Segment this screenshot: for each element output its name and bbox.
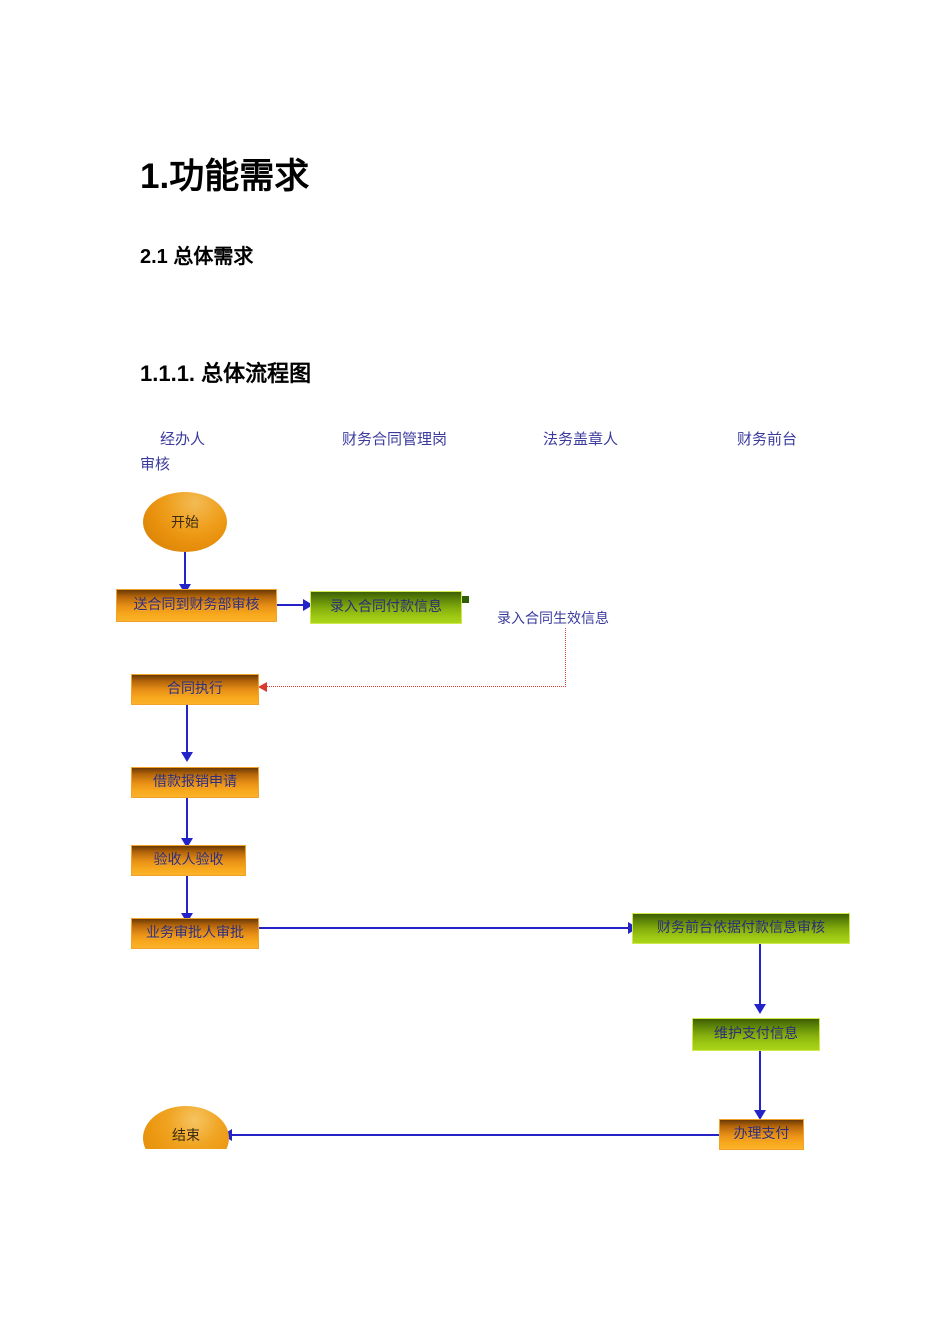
flow-node-contract-execution[interactable]: 合同执行 <box>131 674 259 705</box>
flow-node-start[interactable]: 开始 <box>143 492 227 552</box>
flow-node-business-approval[interactable]: 业务审批人审批 <box>131 918 259 949</box>
arrowhead-send-contract-to-enter-payment <box>303 599 313 611</box>
flow-node-end[interactable]: 结束 <box>143 1106 229 1149</box>
flow-node-contract-execution-label: 合同执行 <box>167 681 223 697</box>
flow-node-maintain-payment-info-label: 维护支付信息 <box>714 1026 798 1042</box>
flow-node-loan-reimbursement-label: 借款报销申请 <box>153 774 237 790</box>
connector-start-to-send-contract <box>184 552 186 588</box>
lane-header-legal-seal: 法务盖章人 <box>543 428 618 453</box>
flow-node-loan-reimbursement[interactable]: 借款报销申请 <box>131 767 259 798</box>
annotation-enter-effective-info-label: 录入合同生效信息 <box>497 612 609 627</box>
lane-header-finance-front-label: 财务前台 <box>737 432 798 448</box>
selection-handle-nub <box>462 596 469 603</box>
section-heading-2-1: 2.1 总体需求 <box>140 246 254 268</box>
arrowhead-contract-execution-to-loan <box>181 752 193 762</box>
flow-node-send-contract-label: 送合同到财务部审核 <box>133 597 260 613</box>
flow-node-acceptance-check[interactable]: 验收人验收 <box>131 845 246 876</box>
flow-node-business-approval-label: 业务审批人审批 <box>146 925 244 941</box>
lane-header-finance-contract-label: 财务合同管理岗 <box>342 432 448 448</box>
lane-header-operator-sublabel: 审核 <box>140 457 171 473</box>
lane-header-operator-label: 经办人 <box>160 432 206 448</box>
connector-approval-to-front-desk <box>259 927 634 929</box>
flow-node-end-label: 结束 <box>172 1129 200 1144</box>
lane-header-operator-sublabel-wrap: 审核 <box>140 453 170 478</box>
flow-node-front-desk-review[interactable]: 财务前台依据付款信息审核 <box>632 913 850 944</box>
page-title: 1.功能需求 <box>140 157 310 196</box>
arrowhead-front-desk-to-maintain <box>754 1004 766 1014</box>
annotation-enter-effective-info: 录入合同生效信息 <box>497 608 609 628</box>
flow-node-process-payment-label: 办理支付 <box>733 1126 790 1142</box>
dotted-connector-horizontal <box>267 686 566 687</box>
arrowhead-loan-to-acceptance <box>181 838 193 848</box>
connector-loan-to-acceptance <box>186 798 188 841</box>
lane-header-legal-seal-label: 法务盖章人 <box>543 432 619 448</box>
flow-node-front-desk-review-label: 财务前台依据付款信息审核 <box>657 920 825 936</box>
arrowhead-dotted-to-contract-execution <box>258 682 267 692</box>
dotted-connector-vertical <box>565 628 566 687</box>
flow-node-acceptance-check-label: 验收人验收 <box>153 852 224 868</box>
flow-node-start-label: 开始 <box>171 516 199 531</box>
connector-send-contract-to-enter-payment <box>277 604 307 606</box>
flow-node-send-contract[interactable]: 送合同到财务部审核 <box>116 589 277 622</box>
connector-front-desk-to-maintain <box>759 944 761 1006</box>
arrowhead-maintain-to-payment <box>754 1110 766 1120</box>
connector-payment-to-end <box>231 1134 719 1136</box>
section-heading-1-1-1: 1.1.1. 总体流程图 <box>140 361 312 386</box>
lane-header-finance-contract: 财务合同管理岗 <box>342 428 447 453</box>
connector-contract-execution-to-loan <box>186 705 188 755</box>
connector-acceptance-to-approval <box>186 876 188 916</box>
flow-node-process-payment[interactable]: 办理支付 <box>719 1119 804 1150</box>
flow-node-maintain-payment-info[interactable]: 维护支付信息 <box>692 1018 820 1051</box>
connector-maintain-to-payment <box>759 1051 761 1114</box>
flow-node-enter-payment-info[interactable]: 录入合同付款信息 <box>310 591 462 624</box>
lane-header-operator: 经办人 <box>160 428 205 453</box>
lane-header-finance-front: 财务前台 <box>737 428 797 453</box>
flow-node-enter-payment-info-label: 录入合同付款信息 <box>330 599 442 615</box>
